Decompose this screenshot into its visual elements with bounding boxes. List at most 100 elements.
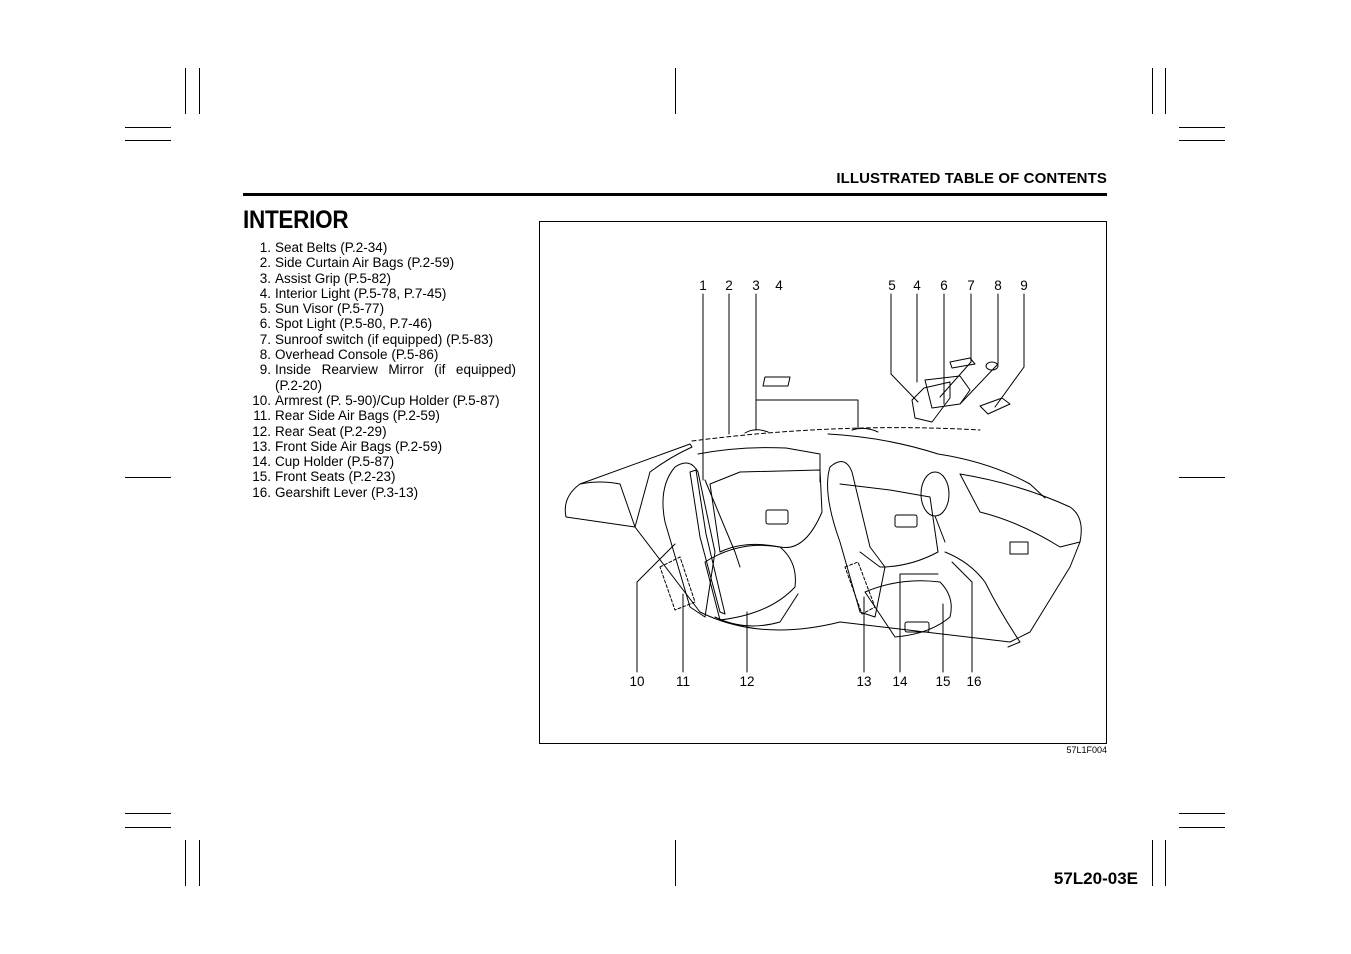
crop-mark — [185, 68, 186, 114]
list-item: 11.Rear Side Air Bags (P.2-59) — [243, 408, 516, 423]
leader-line — [951, 561, 973, 673]
item-number: 15. — [252, 469, 271, 485]
crop-mark — [1179, 813, 1225, 814]
leader-line — [890, 373, 919, 403]
leader-line — [755, 399, 859, 429]
leader-line — [636, 543, 676, 673]
item-text: Assist Grip (P.5-82) — [275, 270, 392, 286]
leader-line — [959, 363, 999, 405]
list-item: 1. Seat Belts (P.2-34) — [243, 240, 516, 255]
left-window-line — [697, 447, 821, 483]
crop-mark — [675, 840, 676, 886]
rearview-mirror — [979, 397, 1011, 415]
list-item: 3.Assist Grip (P.5-82) — [243, 271, 516, 286]
callout-label: 6 — [940, 278, 948, 293]
floor-outline — [634, 526, 1081, 643]
callout-label: 10 — [629, 674, 644, 689]
leader-line — [899, 573, 939, 673]
callout-label: 8 — [994, 278, 1002, 293]
item-number: 8. — [259, 347, 271, 363]
list-item: 6.Spot Light (P.5-80, P.7-46) — [243, 316, 516, 331]
item-text: Side Curtain Air Bags (P.2-59) — [275, 255, 455, 271]
item-text: Front Side Air Bags (P.2-59) — [275, 438, 443, 454]
crop-mark — [1165, 68, 1166, 114]
header-rule — [243, 193, 1107, 196]
crop-mark — [1179, 140, 1225, 141]
figure-code: 57L1F004 — [1066, 745, 1107, 755]
callout-label: 12 — [739, 674, 754, 689]
crop-mark — [125, 127, 171, 128]
crop-mark — [1179, 127, 1225, 128]
front-seat-cushion — [864, 580, 952, 638]
list-item: 13.Front Side Air Bags (P.2-59) — [243, 439, 516, 454]
crop-mark — [199, 840, 200, 886]
item-number: 14. — [252, 454, 271, 470]
callout-label: 3 — [752, 278, 760, 293]
callout-label: 4 — [775, 278, 783, 293]
callout-label: 4 — [913, 278, 921, 293]
item-number: 12. — [252, 423, 271, 439]
callout-label: 7 — [967, 278, 975, 293]
crop-mark — [1179, 827, 1225, 828]
callout-label: 13 — [856, 674, 871, 689]
list-item: 15.Front Seats (P.2-23) — [243, 469, 516, 484]
callout-label: 9 — [1020, 278, 1028, 293]
item-text: Front Seats (P.2-23) — [275, 469, 396, 485]
item-number: 1. — [259, 240, 271, 255]
page-title: INTERIOR — [243, 206, 349, 234]
sun-visor — [911, 381, 951, 423]
item-number: 16. — [252, 484, 271, 500]
item-number: 6. — [259, 316, 271, 332]
list-item: 2.Side Curtain Air Bags (P.2-59) — [243, 255, 516, 270]
crop-mark — [199, 68, 200, 114]
item-text: Cup Holder (P.5-87) — [275, 454, 395, 470]
callouts-top: 1 2 3 4 5 4 6 7 8 9 — [699, 278, 1028, 293]
item-text: Overhead Console (P.5-86) — [275, 347, 439, 363]
item-text: Spot Light (P.5-80, P.7-46) — [275, 316, 433, 332]
list-item: 9.Inside Rearview Mirror (if equipped) (… — [243, 362, 516, 393]
front-side-airbag — [844, 561, 876, 615]
item-number: 9. — [259, 362, 271, 378]
leader-line — [994, 366, 1025, 408]
interior-illustration: 1 2 3 4 5 4 6 7 8 9 10 11 12 13 14 15 16 — [539, 221, 1107, 744]
item-number: 10. — [252, 392, 271, 408]
item-number: 2. — [259, 255, 271, 271]
item-text: Gearshift Lever (P.3-13) — [275, 484, 419, 500]
rear-seat-base — [714, 593, 799, 627]
rear-seat-cushion — [704, 544, 796, 621]
item-text: Seat Belts (P.2-34) — [275, 240, 388, 255]
crop-mark — [1152, 68, 1153, 114]
list-item: 10.Armrest (P. 5-90)/Cup Holder (P.5-87) — [243, 393, 516, 408]
door-pocket — [765, 509, 789, 525]
crop-mark — [125, 140, 171, 141]
seat-belt — [704, 479, 741, 568]
item-number: 5. — [259, 301, 271, 317]
crop-mark — [675, 68, 676, 114]
front-inner-door — [839, 483, 939, 568]
item-text: Rear Side Air Bags (P.2-59) — [275, 408, 440, 424]
list-item: 8.Overhead Console (P.5-86) — [243, 347, 516, 362]
steering-column — [934, 515, 946, 543]
item-text: Sun Visor (P.5-77) — [275, 301, 385, 317]
callout-label: 2 — [725, 278, 733, 293]
rear-inner-door — [709, 469, 823, 553]
callout-label: 15 — [935, 674, 950, 689]
crop-mark — [125, 813, 171, 814]
callout-label: 1 — [699, 278, 707, 293]
crop-mark — [125, 477, 171, 478]
b-pillar — [689, 469, 726, 615]
rear-door-panel — [579, 481, 636, 528]
item-text: Interior Light (P.5-78, P.7-45) — [275, 285, 447, 301]
crop-mark — [125, 827, 171, 828]
callout-label: 16 — [966, 674, 981, 689]
callout-label: 14 — [892, 674, 908, 689]
item-number: 11. — [253, 408, 271, 424]
interior-light — [762, 376, 791, 387]
seat-adjuster — [904, 621, 930, 633]
vent — [1009, 541, 1029, 555]
front-door-frame — [827, 433, 1046, 499]
front-seat-left — [827, 461, 886, 618]
item-number: 13. — [252, 438, 271, 454]
contents-list: 1. Seat Belts (P.2-34) 2.Side Curtain Air… — [243, 240, 516, 500]
list-item: 14.Cup Holder (P.5-87) — [243, 454, 516, 469]
